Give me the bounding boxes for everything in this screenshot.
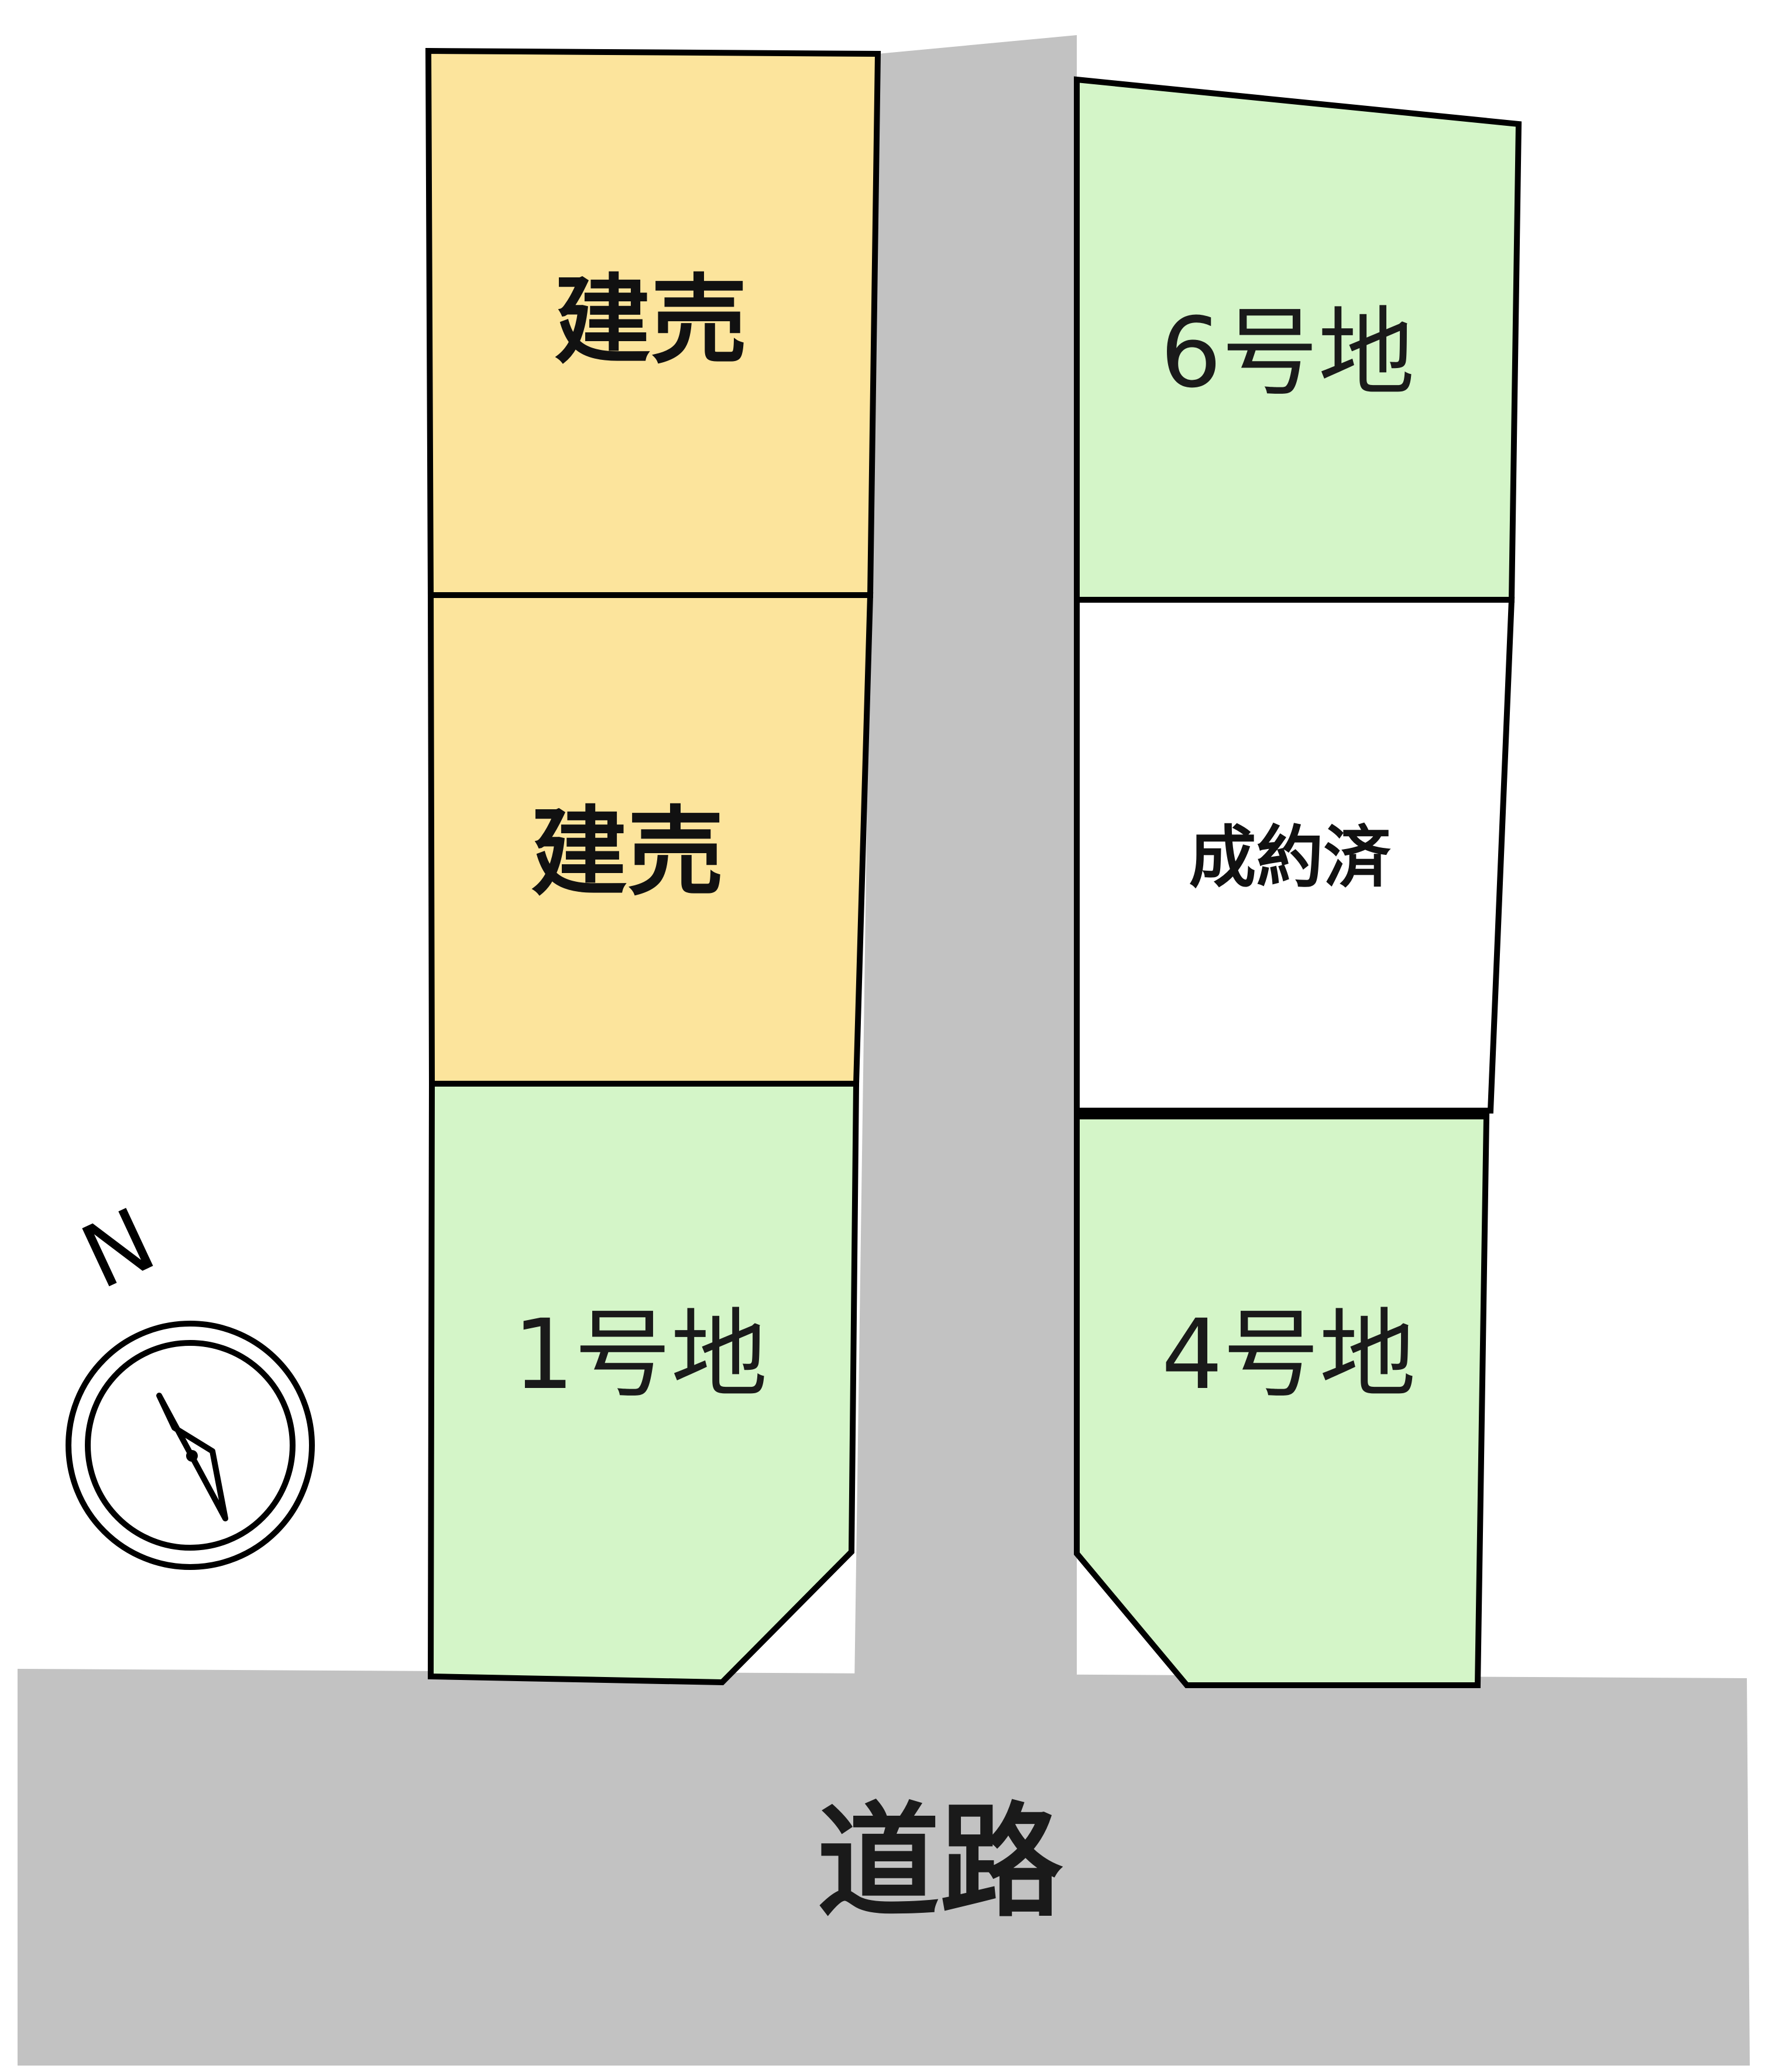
lot-4[interactable] [1074,1114,1490,1688]
lot-contracted-label: 成約済 [1189,819,1391,897]
left-lot-column: 建売 建売 1号地 [425,47,881,1686]
lot-6-label: 6号地 [1160,297,1415,409]
north-arrow-compass-icon [66,1321,315,1570]
compass-north-letter: N [67,1189,170,1309]
right-lot-column: 6号地 成約済 4号地 [1074,76,1522,1688]
lot-left-top-label: 建売 [554,264,747,377]
lot-1[interactable] [427,1081,860,1686]
north-compass: N [66,1189,315,1570]
lot-4-label: 4号地 [1162,1298,1416,1411]
road-label: 道路 [817,1789,1063,1934]
lot-contracted[interactable] [1074,597,1515,1114]
lot-1-label: 1号地 [513,1298,768,1411]
access-road [854,35,1077,1685]
road-area [18,35,1750,2066]
main-road [18,1669,1750,2066]
lot-left-middle-label: 建売 [531,796,724,909]
